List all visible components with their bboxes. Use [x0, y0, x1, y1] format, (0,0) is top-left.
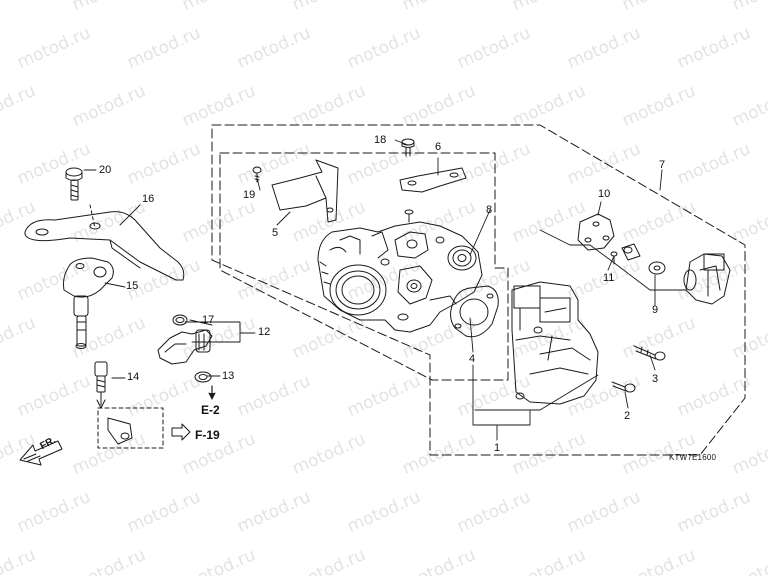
- callout-13: 13: [222, 370, 235, 382]
- callout-9: 9: [652, 304, 659, 316]
- callout-17: 17: [202, 314, 215, 326]
- screw-11: [610, 251, 618, 265]
- bolt-18: [401, 138, 415, 157]
- seal-13: [194, 371, 212, 383]
- assembly-frame-inner: [219, 152, 509, 381]
- callout-4: 4: [469, 353, 476, 365]
- callout-15: 15: [126, 280, 139, 292]
- callout-20: 20: [99, 164, 112, 176]
- washer-9: [648, 261, 666, 275]
- callout-11: 11: [603, 272, 615, 284]
- leader-lines: [83, 139, 686, 441]
- throttle-body-8: [317, 209, 483, 333]
- o-ring-17: [172, 314, 188, 326]
- sensor-14: [94, 361, 108, 409]
- sensor-7: [683, 253, 731, 305]
- callout-10: 10: [598, 188, 611, 200]
- callout-16: 16: [142, 193, 155, 205]
- callout-7: 7: [659, 159, 666, 171]
- bracket-5: [271, 159, 339, 223]
- ref-e2: E-2: [201, 403, 220, 417]
- injector-12: [157, 329, 213, 365]
- callout-19: 19: [243, 189, 256, 201]
- gasket-4: [450, 285, 499, 338]
- callout-12: 12: [258, 326, 271, 338]
- screw-19: [252, 166, 262, 183]
- bolt-3: [633, 345, 666, 361]
- callout-1: 1: [494, 442, 501, 454]
- callout-6: 6: [435, 141, 442, 153]
- plate-10: [577, 213, 615, 251]
- ref-f19: F-19: [195, 428, 220, 442]
- bracket-6: [399, 167, 467, 193]
- bolt-2: [611, 381, 636, 393]
- assembly-frame-outer: [211, 124, 746, 456]
- callout-2: 2: [624, 410, 631, 422]
- bolt-20: [65, 167, 96, 229]
- front-arrow: [19, 440, 63, 466]
- sensor-15: [63, 257, 114, 349]
- callout-8: 8: [486, 204, 493, 216]
- callout-5: 5: [272, 227, 279, 239]
- callout-3: 3: [652, 373, 659, 385]
- detail-box-f19: [97, 407, 191, 449]
- diagram-code: KTW7E1600: [669, 453, 717, 462]
- bracket-16: [24, 211, 185, 281]
- callout-18: 18: [374, 134, 387, 146]
- control-unit-1: [511, 281, 599, 405]
- collar: [621, 243, 641, 261]
- callout-14: 14: [127, 371, 140, 383]
